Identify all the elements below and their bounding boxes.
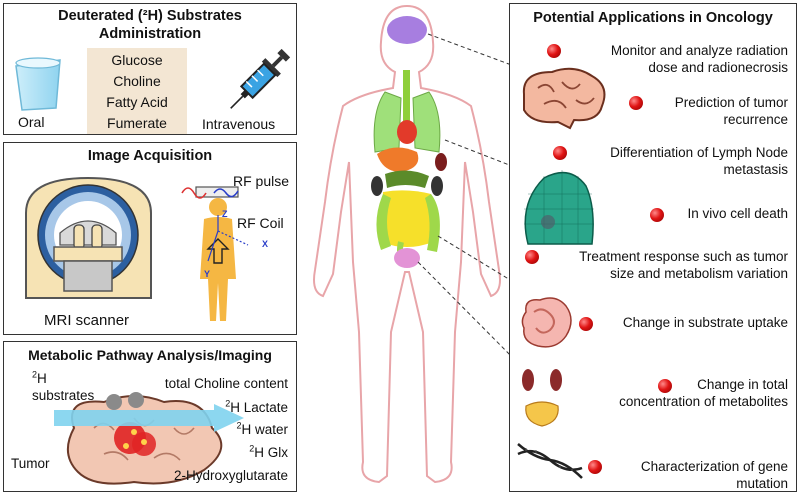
application-item: Prediction of tumor recurrence [674,95,788,127]
substrate-item: Choline [113,73,161,89]
metabolite-item: 2H Lactate [225,398,288,415]
application-item: Change in total concentration of metabol… [619,377,788,409]
rf-coil-label: RF Coil [237,215,284,231]
image-acquisition-title: Image Acquisition [87,148,213,164]
dna-icon [517,443,583,479]
bullet-dot-icon [525,250,539,264]
metabolic-title: Metabolic Pathway Analysis/Imaging [28,347,272,363]
axis-z-label: Z [222,209,228,219]
bullet-dot-icon [579,317,593,331]
mri-scanner-label: MRI scanner [44,312,130,329]
substrate-item: Fatty Acid [106,94,168,110]
bullet-dot-icon [547,44,561,58]
substrate-item: Glucose [111,52,163,68]
tumor-label: Tumor [11,456,50,471]
bullet-dot-icon [650,208,664,222]
application-item: Change in substrate uptake [622,315,788,330]
administration-title-line1: Deuterated (²H) Substrates [58,8,242,24]
lymph-node-mesh-icon [524,170,594,245]
metabolite-item: total Choline content [164,376,288,391]
axis-x-label: X [262,239,269,249]
applications-panel: Potential Applications in Oncology Monit… [509,3,797,492]
bullet-dot-icon [658,379,672,393]
bullet-dot-icon [553,146,567,160]
application-item: Differentiation of Lymph Node metastasis [610,145,788,177]
bullet-dot-icon [629,96,643,110]
application-item: Treatment response such as tumor size an… [579,249,788,281]
application-item: Monitor and analyze radiation dose and r… [610,43,788,75]
oral-cup-icon [15,57,61,111]
image-acquisition-panel: Image Acquisition MRI scanner RF pulse R… [3,142,297,335]
syringe-icon [230,48,291,109]
administration-panel: Deuterated (²H) Substrates Administratio… [3,3,297,135]
metabolite-item: 2H water [236,420,288,437]
intravenous-label: Intravenous [202,116,276,132]
mri-scanner-icon [25,176,152,299]
application-item: Characterization of gene mutation [640,459,788,491]
metabolite-item: 2H Glx [249,443,288,460]
substrate-list-box: Glucose Choline Fatty Acid Fumerate [87,48,187,134]
axis-y-label: Y [204,269,211,279]
application-item: In vivo cell death [687,206,788,221]
bullet-dot-icon [588,460,602,474]
patient-coil-figure [181,186,249,321]
brain-icon [522,67,606,130]
metabolite-item: 2-Hydroxyglutarate [173,468,288,483]
administration-title-line2: Administration [98,26,202,42]
substrate-item: Fumerate [107,115,167,131]
applications-title: Potential Applications in Oncology [533,10,773,26]
human-body-figure [313,4,501,484]
rf-pulse-label: RF pulse [233,173,290,189]
pathway-arrow [54,404,244,432]
intestine-icon [521,297,572,348]
oral-label: Oral [18,114,45,130]
kidney-bladder-icon [522,369,562,427]
